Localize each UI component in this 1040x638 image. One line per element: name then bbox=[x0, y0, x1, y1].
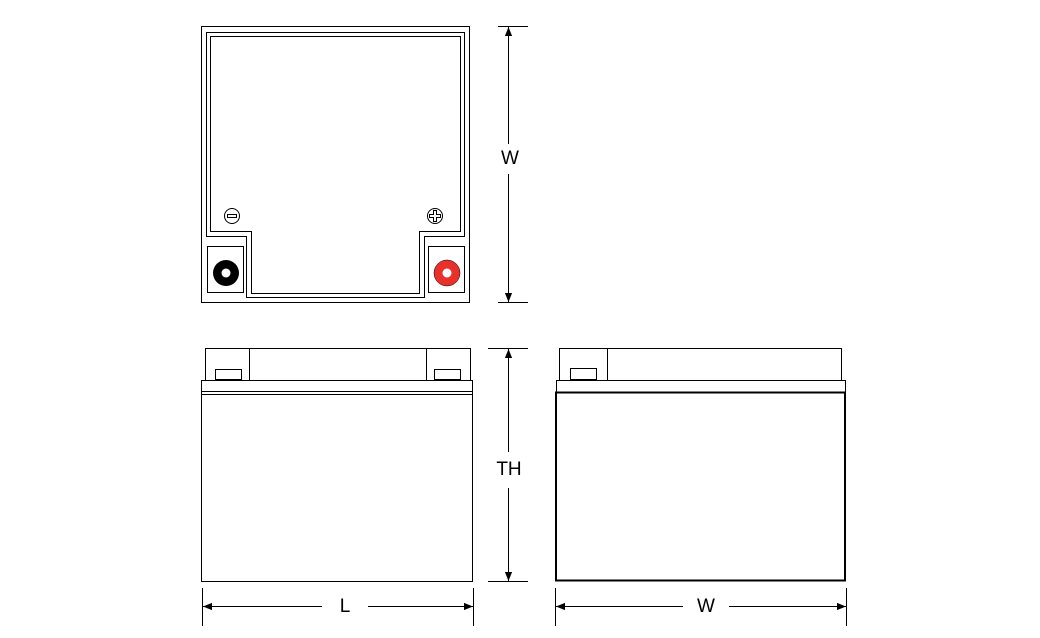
plus-icon bbox=[427, 208, 443, 224]
positive-terminal-side bbox=[434, 369, 461, 380]
terminal-side bbox=[570, 368, 597, 380]
lid-outer-line bbox=[206, 32, 465, 298]
width-label: W bbox=[501, 148, 519, 169]
total-height-label: TH bbox=[496, 459, 521, 480]
length-dimension: L bbox=[202, 588, 474, 626]
front-view bbox=[201, 348, 473, 582]
top-view-outline bbox=[201, 26, 470, 303]
negative-terminal bbox=[213, 260, 239, 286]
lid-inner-line bbox=[210, 36, 461, 294]
negative-terminal-box bbox=[207, 246, 244, 293]
battery-body bbox=[555, 391, 846, 582]
minus-icon bbox=[224, 208, 240, 224]
positive-terminal-box bbox=[428, 246, 465, 293]
negative-terminal-side bbox=[215, 369, 242, 380]
length-label: L bbox=[340, 596, 351, 617]
lid-band bbox=[556, 380, 846, 393]
height-dimension: TH bbox=[488, 348, 528, 582]
width-dimension-top: W bbox=[498, 26, 528, 303]
side-view bbox=[555, 348, 846, 582]
battery-body bbox=[201, 391, 473, 582]
top-view bbox=[201, 26, 470, 303]
positive-terminal bbox=[433, 259, 461, 287]
width-dimension-side: W bbox=[555, 588, 847, 626]
lid-band bbox=[201, 380, 473, 392]
side-width-label: W bbox=[697, 596, 715, 617]
